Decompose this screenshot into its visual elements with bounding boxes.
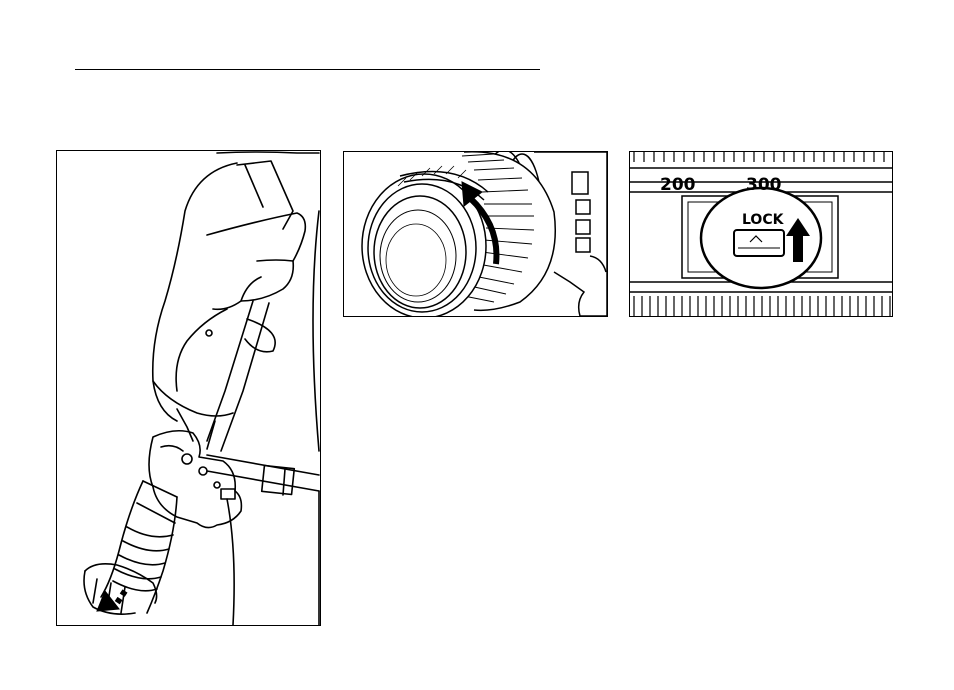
focal-scale-300: 300 — [746, 175, 782, 195]
illustration-strap-carry — [56, 150, 321, 626]
knurl-top — [634, 152, 884, 162]
lock-switch — [734, 230, 784, 256]
lock-label: LOCK — [742, 212, 785, 228]
knurl-bottom — [634, 296, 890, 316]
strap-carry-drawing — [57, 151, 320, 625]
zoom-lock-drawing: LOCK 200 300 — [630, 152, 892, 316]
illustration-zoom-lock: LOCK 200 300 — [629, 151, 893, 317]
focal-scale-200: 200 — [660, 175, 696, 195]
zoom-ring-drawing — [344, 152, 607, 316]
header-rule — [75, 69, 540, 70]
illustration-zoom-ring — [343, 151, 608, 317]
